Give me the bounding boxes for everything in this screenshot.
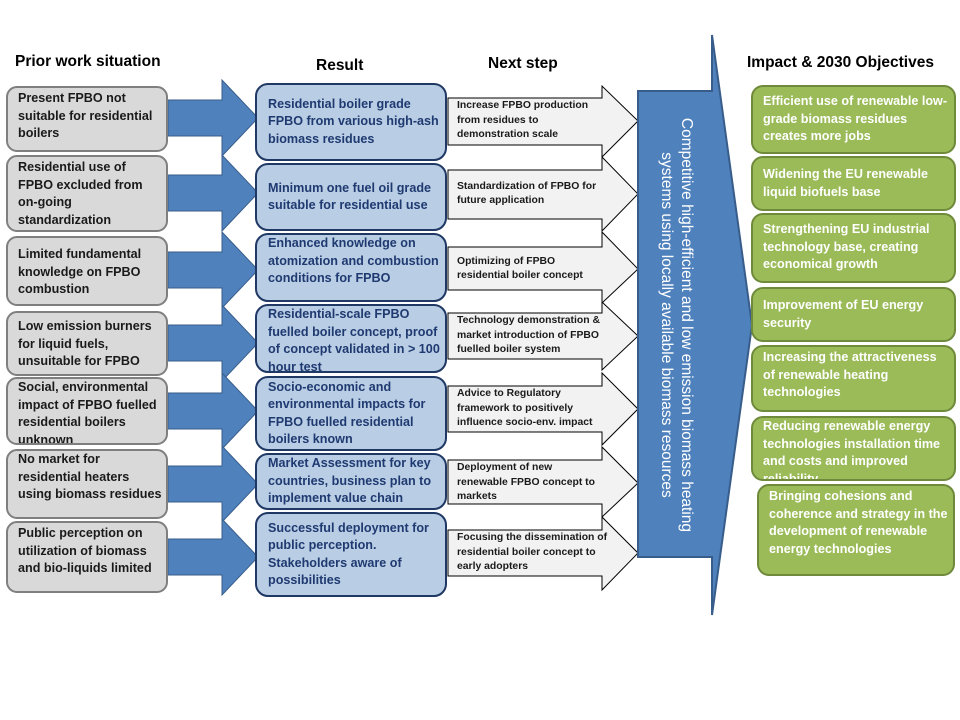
result-item: Minimum one fuel oil grade suitable for …	[255, 163, 447, 231]
next-step-arrow	[447, 371, 639, 447]
next-step-arrows	[447, 84, 639, 592]
central-arrow	[637, 34, 754, 616]
next-step-arrow	[447, 300, 639, 372]
blue-block-arrow	[167, 371, 259, 451]
prior-item: Low emission burners for liquid fuels, u…	[6, 311, 168, 376]
impact-item: Bringing cohesions and coherence and str…	[757, 484, 955, 576]
impact-item: Widening the EU renewable liquid biofuel…	[751, 156, 956, 211]
central-arrow-line-1: Competitive high-efficient and low emiss…	[678, 117, 695, 533]
next-step-line: framework to positively	[457, 402, 574, 414]
next-step-line: Technology demonstration &	[457, 315, 600, 327]
blue-block-arrow	[167, 230, 259, 310]
next-step-arrow	[447, 230, 639, 305]
next-step-line: demonstration scale	[457, 129, 559, 141]
result-item: Socio-economic and environmental impacts…	[255, 376, 447, 451]
next-step-label: Deployment of new renewable FPBO concept …	[457, 461, 595, 505]
central-arrow-label: Competitive high-efficient and low emiss…	[652, 100, 700, 550]
next-step-label: Optimizing of FPBO residential boiler con…	[457, 255, 583, 284]
header-result: Result	[316, 57, 364, 74]
next-step-line: fuelled boiler system	[457, 344, 561, 356]
next-step-label: Advice to Regulatory framework to positiv…	[457, 387, 593, 431]
prior-item: Limited fundamental knowledge on FPBO co…	[6, 236, 168, 306]
prior-item: Present FPBO not suitable for residentia…	[6, 86, 168, 152]
next-step-line: markets	[457, 491, 497, 503]
next-step-arrow	[447, 84, 639, 159]
next-step-line: residential boiler concept to	[457, 546, 596, 558]
prior-item: Residential use of FPBO excluded from on…	[6, 155, 168, 232]
blue-block-arrow	[167, 78, 259, 158]
header-prior-work: Prior work situation	[15, 53, 161, 70]
blue-block-arrow	[167, 517, 259, 597]
blue-arrows	[167, 78, 259, 597]
impact-item: Strengthening EU industrial technology b…	[751, 213, 956, 283]
next-step-line: renewable FPBO concept to	[457, 476, 595, 488]
prior-item: Social, environmental impact of FPBO fue…	[6, 377, 168, 445]
next-step-label: Increase FPBO production from residues to…	[457, 99, 588, 143]
header-next-step: Next step	[488, 55, 558, 72]
blue-block-arrow	[167, 303, 259, 383]
next-step-line: from residues to	[457, 114, 539, 126]
next-step-line: Focusing the dissemination of	[457, 532, 608, 544]
result-item: Successful deployment for public percept…	[255, 512, 447, 597]
next-step-line: residential boiler concept	[457, 270, 583, 281]
prior-item: No market for residential heaters using …	[6, 449, 168, 519]
next-step-arrow	[447, 155, 639, 233]
next-step-line: future application	[457, 195, 545, 206]
next-step-line: Optimizing of FPBO	[457, 255, 556, 267]
impact-item: Reducing renewable energy technologies i…	[751, 416, 956, 481]
next-step-line: Standardization of FPBO for	[457, 180, 597, 192]
header-impact: Impact & 2030 Objectives	[747, 54, 934, 71]
impact-item: Increasing the attractiveness of renewab…	[751, 345, 956, 412]
central-arrow-line-2: systems using locally available biomass …	[658, 152, 675, 498]
next-step-line: Increase FPBO production	[457, 100, 589, 112]
impact-item: Efficient use of renewable low-grade bio…	[751, 85, 956, 154]
blue-block-arrow	[167, 153, 259, 233]
impact-item: Improvement of EU energy security	[751, 287, 956, 342]
result-item: Residential boiler grade FPBO from vario…	[255, 83, 447, 161]
result-item: Residential-scale FPBO fuelled boiler co…	[255, 304, 447, 373]
next-step-arrow	[447, 445, 639, 519]
next-step-label: Standardization of FPBO for future applic…	[457, 180, 596, 209]
result-item: Enhanced knowledge on atomization and co…	[255, 233, 447, 302]
blue-block-arrow	[167, 444, 259, 524]
next-step-label: Focusing the dissemination of residential…	[457, 531, 607, 575]
next-step-arrow	[447, 515, 639, 592]
next-step-label: Technology demonstration & market introdu…	[457, 314, 600, 358]
prior-item: Public perception on utilization of biom…	[6, 521, 168, 593]
result-item: Market Assessment for key countries, bus…	[255, 453, 447, 510]
next-step-line: early adopters	[457, 561, 529, 573]
next-step-line: market introduction of FPBO	[457, 329, 600, 341]
next-step-line: Deployment of new	[457, 462, 553, 474]
next-step-line: Advice to Regulatory	[457, 388, 561, 400]
next-step-line: influence socio-env. impact	[457, 417, 593, 429]
